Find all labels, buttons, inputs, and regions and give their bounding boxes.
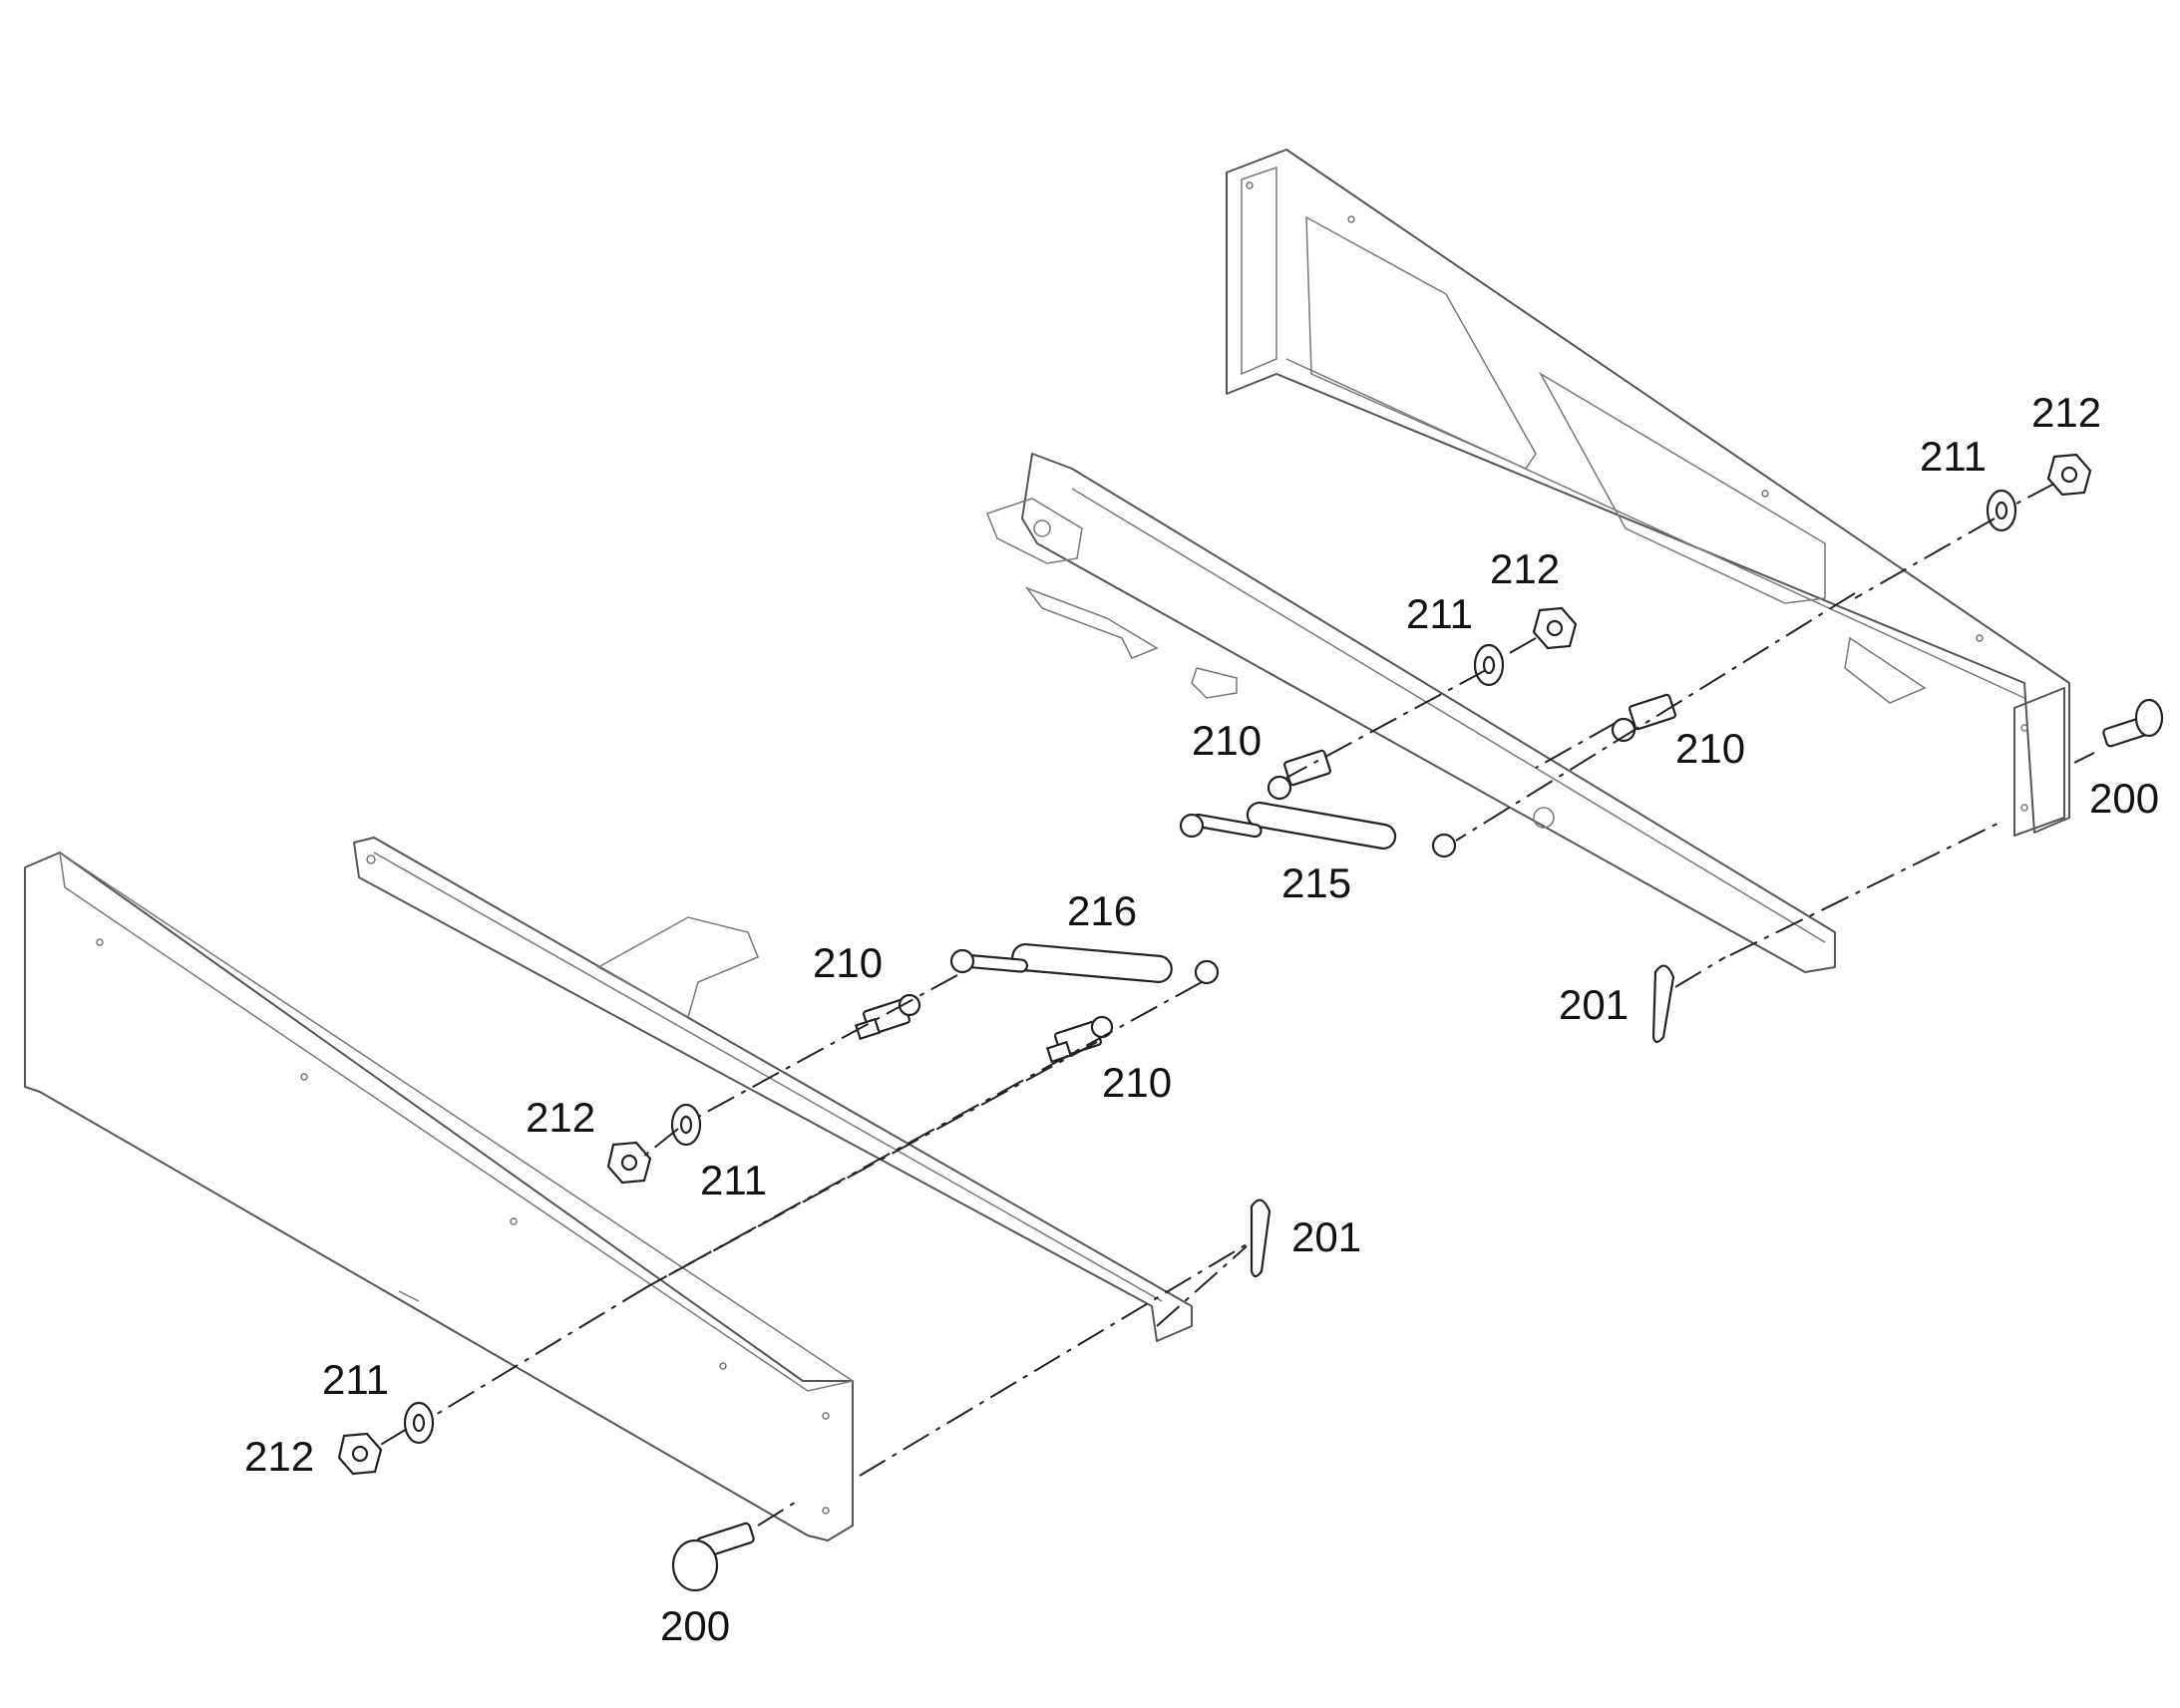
gas-spring-216: [949, 943, 1220, 985]
right-angle-bar: [986, 453, 1836, 973]
callout-211-top: 211: [1920, 433, 1987, 480]
washer-211-top: [1986, 489, 2017, 532]
right-side-frame: [1226, 149, 2070, 834]
callout-201-left: 201: [1291, 1213, 1361, 1260]
callouts: 212 211 212 211 210 210 200 215 216 210 …: [244, 389, 2159, 1649]
callout-212-mid: 212: [1490, 545, 1560, 592]
callout-212-top: 212: [2031, 389, 2101, 436]
callout-212-lb: 212: [244, 1433, 314, 1480]
callout-210-d: 210: [1102, 1059, 1172, 1106]
ball-stud-210-a: [1267, 749, 1332, 801]
left-long-panel: [24, 851, 855, 1541]
callout-216: 216: [1067, 887, 1137, 934]
nut-212-left-mid: [606, 1141, 652, 1185]
callout-210-a: 210: [1192, 717, 1262, 764]
callout-200-right: 200: [2089, 775, 2159, 822]
callout-200-left: 200: [660, 1602, 730, 1649]
nut-212-mid: [1532, 606, 1578, 650]
cotter-pin-201-right: [1651, 964, 1675, 1044]
right-end-post: [2013, 687, 2065, 837]
leader-lines: [378, 483, 2095, 1527]
clevis-pin-200-right: [2102, 698, 2164, 748]
washer-211-mid: [1473, 643, 1505, 687]
nut-212-left-bottom: [337, 1432, 383, 1476]
callout-211-lb: 211: [322, 1356, 389, 1403]
clevis-pin-200-left: [671, 1522, 755, 1592]
cotter-pin-201-left: [1250, 1198, 1272, 1278]
callout-211-mid: 211: [1406, 590, 1473, 637]
callout-211-lm: 211: [700, 1157, 767, 1203]
callout-210-c: 210: [813, 939, 883, 986]
ball-stud-210-b: [1611, 693, 1677, 743]
left-angle-bar: [353, 837, 1193, 1342]
ball-stud-210-d: [1045, 1015, 1114, 1064]
callout-201-right: 201: [1559, 981, 1629, 1028]
washer-211-left-mid: [670, 1103, 702, 1147]
callout-212-lm: 212: [526, 1094, 595, 1141]
callout-215: 215: [1281, 859, 1351, 906]
callout-210-b: 210: [1675, 725, 1745, 772]
nut-212-top: [2046, 453, 2092, 497]
gas-spring-215: [1179, 801, 1457, 858]
washer-211-left-bottom: [403, 1401, 435, 1445]
